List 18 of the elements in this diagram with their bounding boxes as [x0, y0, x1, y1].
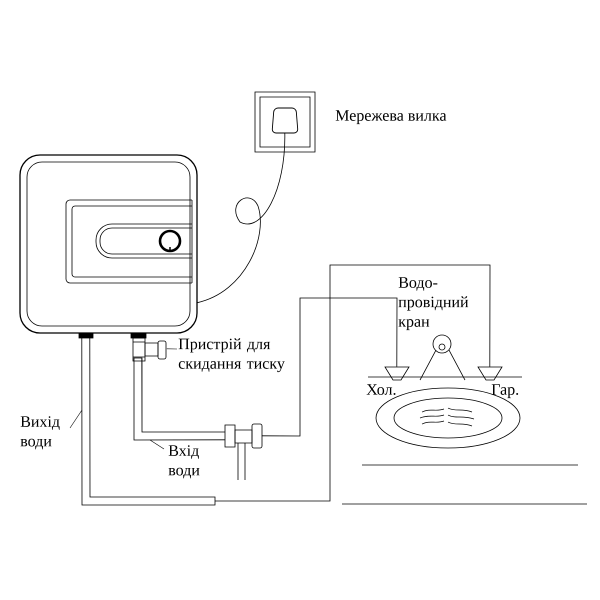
- pipe: [261, 298, 398, 436]
- leader-line: [70, 410, 82, 428]
- leader-line: [150, 440, 164, 450]
- pipe: [134, 357, 226, 440]
- power-cord: [196, 132, 286, 304]
- relief-valve-drawing: [132, 338, 166, 362]
- callout-text: Вихід води: [20, 416, 60, 450]
- part-label: Хол.: [366, 384, 396, 395]
- pipe: [81, 264, 490, 506]
- part-label: Водо-провідний кран: [398, 277, 468, 330]
- water-heater-drawing: [19, 154, 198, 338]
- callout-text: Вхід води: [168, 445, 200, 478]
- part-label: Гар.: [492, 384, 518, 398]
- part-label: Мережева вилка: [336, 110, 446, 124]
- wall-socket-drawing: [254, 92, 316, 152]
- stop-valve-drawing: [224, 424, 262, 480]
- callout-text: Пристрій для скидання тиску: [178, 338, 285, 372]
- leader-line: [166, 348, 178, 350]
